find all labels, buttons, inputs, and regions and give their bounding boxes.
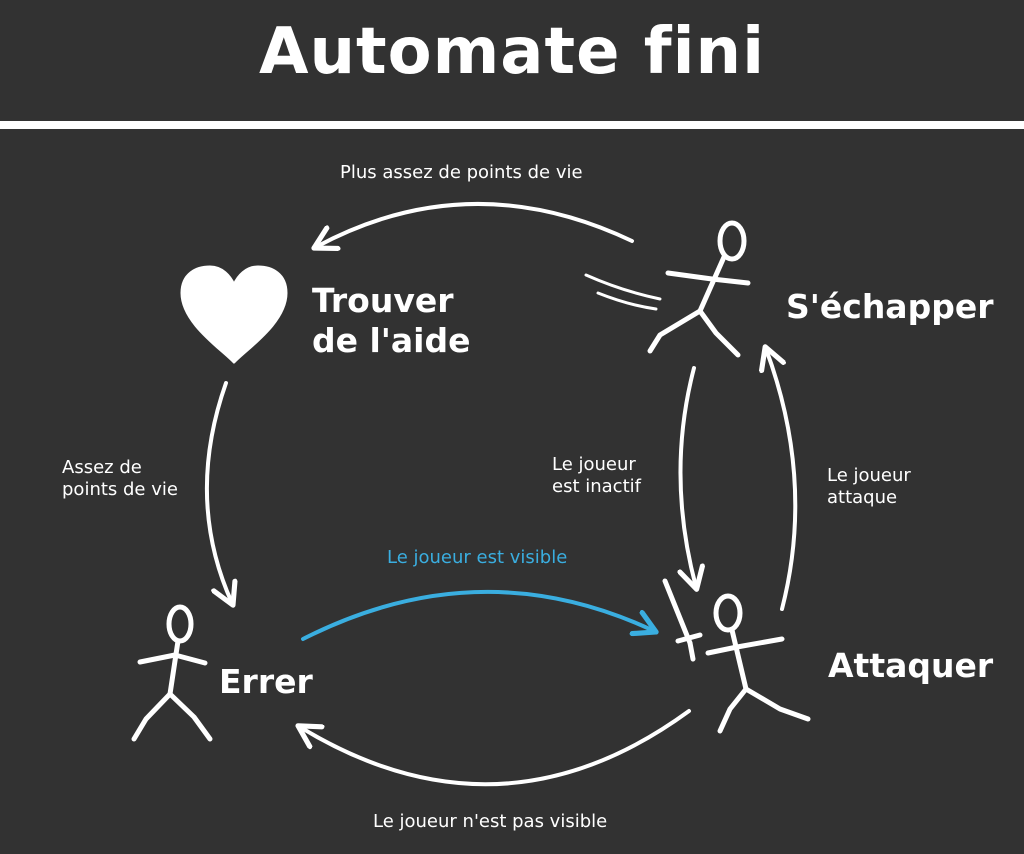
transition-label-attack-to-flee: Le joueur attaque bbox=[827, 465, 911, 508]
heart-icon bbox=[180, 265, 288, 364]
state-label-wander: Errer bbox=[219, 662, 313, 701]
walking-stick-figure-icon bbox=[131, 604, 213, 742]
arrow-attack-to-flee bbox=[766, 349, 798, 611]
fleeing-stick-figure-icon bbox=[584, 220, 751, 358]
arrow-attack-to-wander bbox=[300, 709, 691, 787]
state-label-help: Trouver de l'aide bbox=[312, 281, 471, 360]
arrow-flee-to-attack bbox=[680, 366, 696, 587]
sword-stick-figure-icon bbox=[662, 578, 811, 734]
title-divider bbox=[0, 121, 1024, 129]
diagram-title: Automate fini bbox=[258, 15, 766, 89]
transition-label-flee-to-attack: Le joueur est inactif bbox=[552, 454, 641, 497]
arrow-wander-to-attack bbox=[301, 590, 654, 641]
transition-label-help-to-wander: Assez de points de vie bbox=[62, 457, 178, 500]
diagram-canvas bbox=[131, 201, 811, 787]
transition-label-attack-to-wander: Le joueur n'est pas visible bbox=[373, 811, 608, 832]
title-bar: Automate fini bbox=[0, 0, 1024, 121]
transition-label-flee-to-help: Plus assez de points de vie bbox=[340, 162, 583, 183]
state-machine-diagram: Trouver de l'aide S'échapper Errer Attaq… bbox=[0, 129, 1024, 854]
state-label-flee: S'échapper bbox=[786, 287, 994, 326]
arrow-help-to-wander bbox=[204, 381, 232, 603]
state-label-attack: Attaquer bbox=[828, 646, 994, 685]
arrow-flee-to-help bbox=[316, 201, 634, 247]
transition-label-wander-to-attack: Le joueur est visible bbox=[387, 547, 568, 568]
